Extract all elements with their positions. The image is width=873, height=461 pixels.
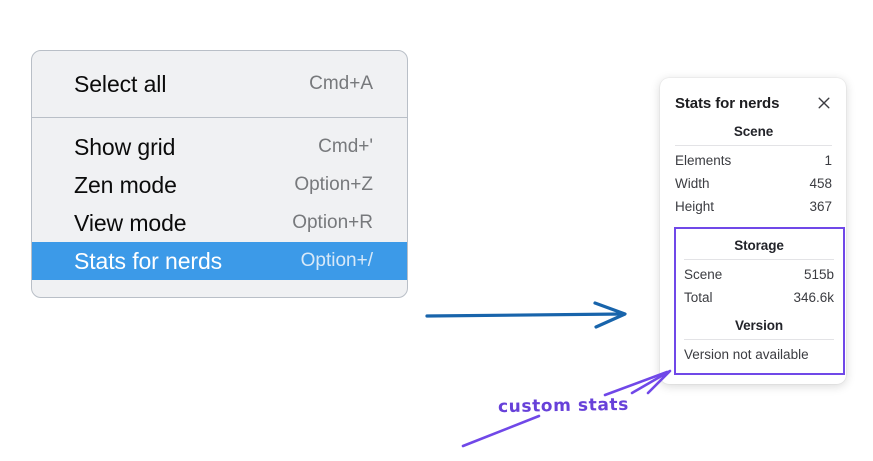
section-divider <box>675 145 832 146</box>
menu-item-label: Zen mode <box>74 171 177 198</box>
panel-title: Stats for nerds <box>675 94 780 112</box>
section-scene: Scene Elements 1 Width 458 Height 367 <box>660 115 846 218</box>
stat-key: Total <box>684 290 713 305</box>
stat-key: Elements <box>675 153 732 168</box>
stat-key: Height <box>675 199 715 214</box>
close-icon[interactable] <box>816 95 832 111</box>
menu-item-label: Show grid <box>74 133 176 160</box>
stat-value: 1 <box>824 153 832 168</box>
menu-group-1: Select all Cmd+A <box>32 51 407 118</box>
menu-item-select-all[interactable]: Select all Cmd+A <box>32 65 407 103</box>
stat-value: 458 <box>809 176 832 191</box>
stat-value: 346.6k <box>793 290 834 305</box>
context-menu[interactable]: Select all Cmd+A Show grid Cmd+' Zen mod… <box>31 50 408 298</box>
menu-item-view-mode[interactable]: View mode Option+R <box>32 204 407 242</box>
stat-value: 367 <box>809 199 832 214</box>
version-text: Version not available <box>684 347 809 362</box>
menu-item-shortcut: Option+Z <box>294 174 373 195</box>
custom-stats-box: Storage Scene 515b Total 346.6k Version … <box>674 227 845 375</box>
panel-header: Stats for nerds <box>660 91 846 115</box>
menu-item-label: Stats for nerds <box>74 247 223 274</box>
menu-item-label: Select all <box>74 70 167 97</box>
menu-group-2: Show grid Cmd+' Zen mode Option+Z View m… <box>32 118 407 297</box>
section-title: Scene <box>733 124 774 139</box>
menu-item-shortcut: Cmd+' <box>318 136 373 157</box>
stat-key: Width <box>675 176 710 191</box>
section-divider <box>684 259 834 260</box>
section-title: Version <box>734 318 784 333</box>
stat-value: 515b <box>803 267 834 282</box>
table-row: Scene 515b <box>684 263 834 286</box>
menu-item-shortcut: Cmd+A <box>309 73 373 94</box>
stats-for-nerds-panel: Stats for nerds Scene Elements 1 Width 4… <box>660 78 846 384</box>
table-row: Height 367 <box>675 195 832 218</box>
menu-item-shortcut: Option+R <box>292 212 373 233</box>
table-row: Elements 1 <box>675 149 832 172</box>
menu-item-label: View mode <box>74 209 187 236</box>
menu-item-show-grid[interactable]: Show grid Cmd+' <box>32 128 407 166</box>
table-row: Width 458 <box>675 172 832 195</box>
section-title: Storage <box>734 238 784 253</box>
stat-key: Scene <box>684 267 723 282</box>
menu-item-stats-for-nerds[interactable]: Stats for nerds Option+/ <box>32 242 407 280</box>
section-divider <box>684 339 834 340</box>
menu-item-zen-mode[interactable]: Zen mode Option+Z <box>32 166 407 204</box>
table-row: Total 346.6k <box>684 286 834 309</box>
annotation-label: custom stats <box>497 394 630 418</box>
menu-item-shortcut: Option+/ <box>300 250 373 271</box>
blue-arrow-icon <box>425 301 627 329</box>
